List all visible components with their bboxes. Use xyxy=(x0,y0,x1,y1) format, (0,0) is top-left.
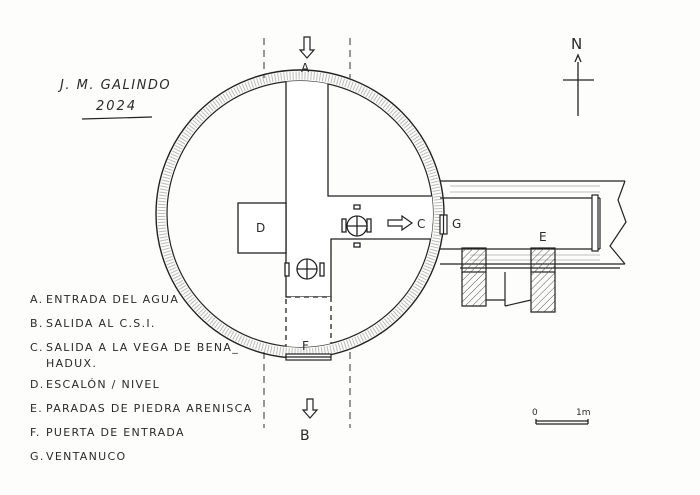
legend-item: A.ENTRADA DEL AGUA xyxy=(30,288,252,312)
label-c: C xyxy=(417,217,425,231)
signature-underline xyxy=(81,116,153,120)
legend-key: E. xyxy=(30,402,44,415)
legend-text: VENTANUCO xyxy=(46,450,127,463)
legend-item: G.VENTANUCO xyxy=(30,445,252,469)
legend-text-continuation: HADUX. xyxy=(46,357,98,370)
scale-bar xyxy=(535,419,589,425)
label-a: A xyxy=(301,61,310,75)
label-d: D xyxy=(256,221,265,235)
legend-text: SALIDA AL C.S.I. xyxy=(46,317,156,330)
vega-arrow-icon xyxy=(387,214,414,232)
legend-key: C. xyxy=(30,341,44,354)
north-label: N xyxy=(571,35,582,53)
scale-one-label: 1m xyxy=(576,408,591,418)
legend: A.ENTRADA DEL AGUA B.SALIDA AL C.S.I. C.… xyxy=(30,288,252,469)
legend-item: E.PARADAS DE PIEDRA ARENISCA xyxy=(30,397,252,421)
label-e: E xyxy=(539,230,547,244)
tunnel-end-post xyxy=(591,194,599,252)
legend-item: F. PUERTA DE ENTRADA xyxy=(30,421,252,445)
legend-key: A. xyxy=(30,293,44,306)
valve-lower-icon xyxy=(284,258,325,280)
sandstone-stops xyxy=(461,247,556,313)
cross-floor-plan xyxy=(285,81,433,347)
legend-key: D. xyxy=(30,378,45,391)
label-g: G xyxy=(452,217,461,231)
label-b: B xyxy=(300,428,310,444)
legend-key: F. xyxy=(30,426,41,439)
legend-item: B.SALIDA AL C.S.I. xyxy=(30,312,252,336)
label-f: F xyxy=(302,339,309,353)
window-g xyxy=(439,214,448,235)
outlet-arrow-icon xyxy=(301,398,319,419)
inlet-arrow-icon xyxy=(298,36,316,59)
legend-text: ENTRADA DEL AGUA xyxy=(46,293,180,306)
valve-upper-icon xyxy=(341,204,372,248)
author-year: 2024 xyxy=(96,99,137,114)
legend-key: G. xyxy=(30,450,45,463)
legend-text: ESCALÓN / NIVEL xyxy=(46,378,161,391)
legend-text: PUERTA DE ENTRADA xyxy=(46,426,185,439)
legend-key: B. xyxy=(30,317,44,330)
legend-text: SALIDA A LA VEGA DE BENA_ xyxy=(46,341,239,354)
north-arrow-icon xyxy=(563,53,594,116)
scale-zero-label: 0 xyxy=(532,408,538,418)
legend-item: C.SALIDA A LA VEGA DE BENA_ HADUX. xyxy=(30,340,252,373)
channel-dashed-lines xyxy=(263,38,351,428)
author-name: J. M. GALINDO xyxy=(57,78,171,93)
step-level-d xyxy=(237,202,287,254)
legend-item: D.ESCALÓN / NIVEL xyxy=(30,373,252,397)
entrance-door xyxy=(285,353,332,361)
legend-text: PARADAS DE PIEDRA ARENISCA xyxy=(46,402,253,415)
